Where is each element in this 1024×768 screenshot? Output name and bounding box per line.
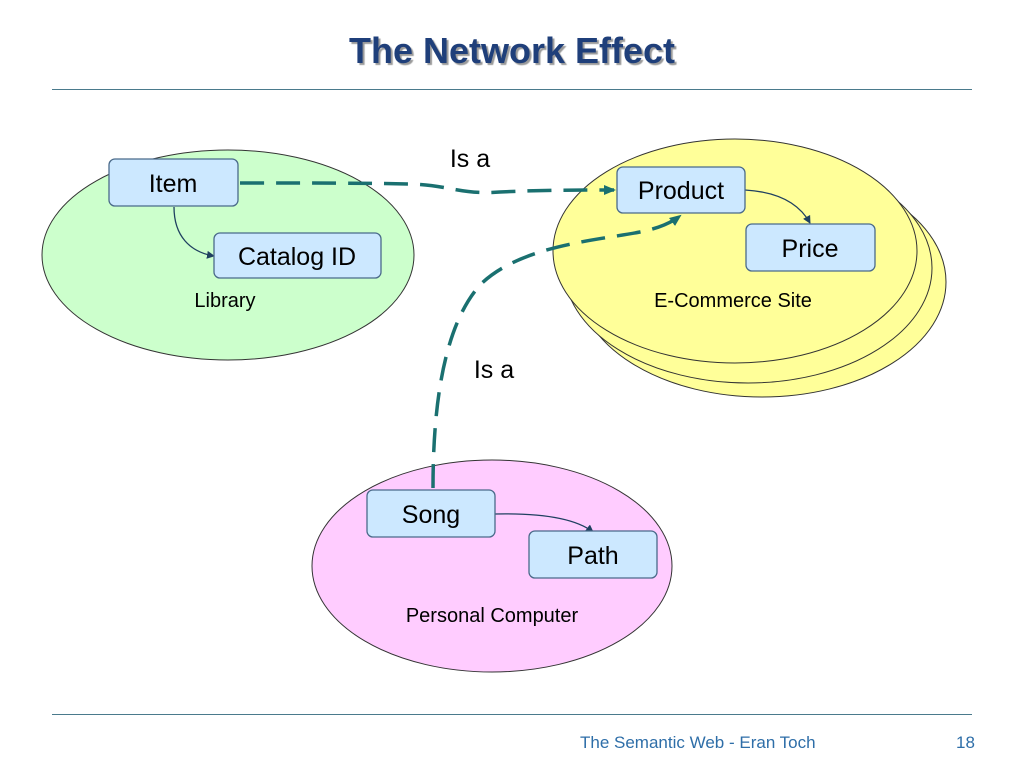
page-number: 18 <box>956 733 975 752</box>
node-path: Path <box>528 530 658 579</box>
item-to-catalog-arrow <box>173 206 215 259</box>
song-to-path-arrow <box>494 513 594 533</box>
footer-text: The Semantic Web - Eran Toch <box>580 733 816 752</box>
library-label: Library <box>194 290 255 312</box>
node-catalog-id-label: Catalog ID <box>238 243 356 271</box>
node-product: Product <box>616 166 746 214</box>
node-item: Item <box>108 158 239 207</box>
song-is-a-product-link <box>431 214 682 489</box>
node-product-label: Product <box>638 177 724 205</box>
pc-label: Personal Computer <box>406 605 579 627</box>
item-is-a-product-link <box>239 181 616 196</box>
node-song: Song <box>366 489 496 538</box>
node-price-label: Price <box>782 235 839 263</box>
node-path-label: Path <box>567 542 618 570</box>
ecommerce-label: E-Commerce Site <box>654 290 812 312</box>
node-item-label: Item <box>149 170 198 198</box>
node-catalog-id: Catalog ID <box>213 232 382 279</box>
song-is-a-label: Is a <box>474 356 514 384</box>
top-divider <box>52 89 972 90</box>
node-song-label: Song <box>402 501 460 529</box>
item-is-a-label: Is a <box>450 145 490 173</box>
product-to-price-arrow <box>744 189 811 224</box>
bottom-divider <box>52 714 972 715</box>
slide-title: The Network Effect <box>348 30 676 71</box>
node-price: Price <box>745 223 876 272</box>
